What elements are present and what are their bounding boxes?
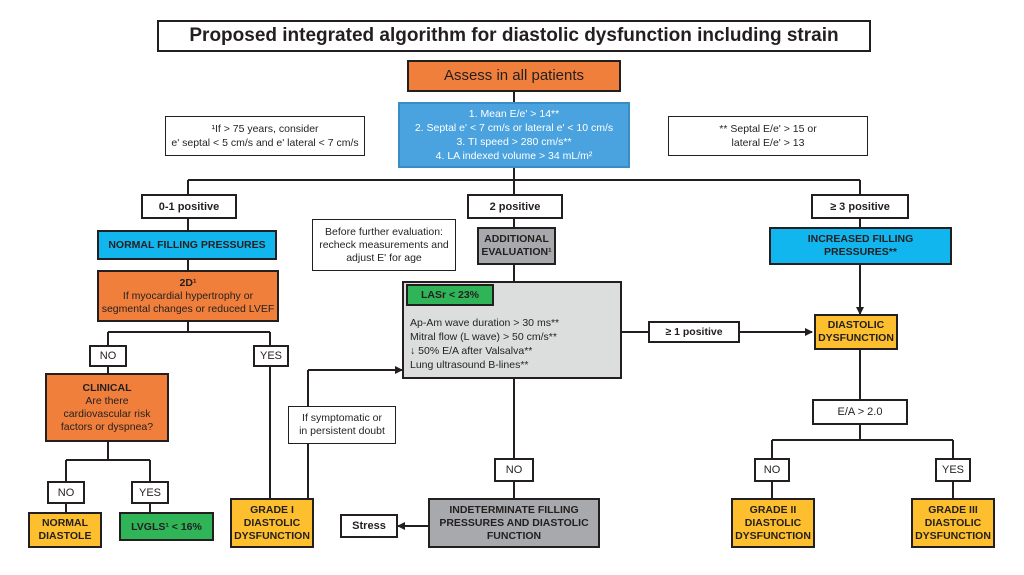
criteria-3: 3. TI speed > 280 cm/s** [456,136,572,148]
additional-line-1: ADDITIONAL [484,233,549,245]
symptomatic-line-1: If symptomatic or [302,412,382,424]
symptomatic-note: If symptomatic or in persistent doubt [288,406,396,444]
recheck-line-2: recheck measurements and [319,238,449,251]
grade-3-line-1: GRADE III [928,503,978,516]
indeterminate-line-3: FUNCTION [486,529,542,542]
increased-line-2: PRESSURES** [824,246,897,258]
grade-2-box: GRADE II DIASTOLIC DYSFUNCTION [731,498,815,548]
2d-line-2: segmental changes or reduced LVEF [101,302,275,315]
grade-1-line-3: DYSFUNCTION [234,529,310,542]
clinical-box: CLINICAL Are there cardiovascular risk f… [45,373,169,442]
eval-item-1: Ap-Am wave duration > 30 ms** [410,317,560,329]
grade-1-line-1: GRADE I [250,503,294,516]
increased-line-1: INCREASED FILLING [807,233,914,245]
indeterminate-line-2: PRESSURES AND DIASTOLIC [439,516,589,529]
normal-diastole-line-1: NORMAL [41,517,89,529]
normal-diastole-line-2: DIASTOLE [38,530,92,542]
eval-item-3: ↓ 50% E/A after Valsalva** [410,345,533,357]
grade-3-line-3: DYSFUNCTION [915,529,991,542]
recheck-note: Before further evaluation: recheck measu… [312,219,456,271]
lasr-box: LASr < 23% [406,284,494,306]
dd-line-2: DYSFUNCTION [818,332,894,344]
grade-2-line-1: GRADE II [749,503,797,516]
ratio-note-line-1: ** Septal E/e' > 15 or [719,123,817,135]
no-label-ea: NO [754,458,790,482]
2d-line-1: If myocardial hypertrophy or [122,289,254,302]
branch-3-positive: ≥ 3 positive [811,194,909,219]
branch-0-1-positive: 0-1 positive [141,194,237,219]
age-note-line-1: ¹If > 75 years, consider [211,123,319,135]
lvgls-box: LVGLS¹ < 16% [119,512,214,541]
clinical-title: CLINICAL [82,381,132,394]
indeterminate-box: INDETERMINATE FILLING PRESSURES AND DIAS… [428,498,600,548]
2d-assessment-box: 2D¹ If myocardial hypertrophy or segment… [97,270,279,322]
clinical-line-3: factors or dyspnea? [60,420,154,433]
no-label-eval: NO [494,458,534,482]
stress-box: Stress [340,514,398,538]
no-label-clinical: NO [47,481,85,504]
ea-ratio-label: E/A > 2.0 [812,399,908,425]
criteria-4: 4. LA indexed volume > 34 mL/m² [435,150,593,162]
symptomatic-line-2: in persistent doubt [299,425,385,437]
clinical-line-1: Are there [85,394,129,407]
yes-label-clinical: YES [131,481,169,504]
indeterminate-line-1: INDETERMINATE FILLING [449,503,579,516]
grade-1-box: GRADE I DIASTOLIC DYSFUNCTION [230,498,314,548]
yes-label-2d: YES [253,345,289,367]
grade-2-line-2: DIASTOLIC [744,516,802,529]
grade-2-line-3: DYSFUNCTION [735,529,811,542]
2d-title: 2D¹ [179,276,197,289]
eval-item-4: Lung ultrasound B-lines** [410,359,529,371]
eval-item-2: Mitral flow (L wave) > 50 cm/s** [410,331,557,343]
diagram-title: Proposed integrated algorithm for diasto… [157,20,871,52]
criteria-1: 1. Mean E/e' > 14** [468,108,560,120]
criteria-2: 2. Septal e' < 7 cm/s or lateral e' < 10… [414,122,614,134]
recheck-line-1: Before further evaluation: [325,225,443,238]
assess-box: Assess in all patients [407,60,621,92]
grade-3-box: GRADE III DIASTOLIC DYSFUNCTION [911,498,995,548]
normal-filling-pressures-box: NORMAL FILLING PRESSURES [97,230,277,260]
age-note: ¹If > 75 years, consider e' septal < 5 c… [165,116,365,156]
clinical-line-2: cardiovascular risk [63,407,151,420]
criteria-box: 1. Mean E/e' > 14** 2. Septal e' < 7 cm/… [398,102,630,168]
recheck-line-3: adjust E' for age [346,251,422,264]
additional-evaluation-box: ADDITIONAL EVALUATION¹ [477,227,556,265]
ratio-note: ** Septal E/e' > 15 or lateral E/e' > 13 [668,116,868,156]
age-note-line-2: e' septal < 5 cm/s and e' lateral < 7 cm… [171,137,359,149]
dd-line-1: DIASTOLIC [827,319,885,331]
ratio-note-line-2: lateral E/e' > 13 [731,137,805,149]
additional-line-2: EVALUATION¹ [481,246,552,258]
diastolic-dysfunction-box: DIASTOLIC DYSFUNCTION [814,314,898,350]
grade-3-line-2: DIASTOLIC [924,516,982,529]
yes-label-ea: YES [935,458,971,482]
branch-2-positive: 2 positive [467,194,563,219]
increased-filling-pressures-box: INCREASED FILLING PRESSURES** [769,227,952,265]
normal-diastole-box: NORMAL DIASTOLE [28,512,102,548]
grade-1-line-2: DIASTOLIC [243,516,301,529]
no-label-2d: NO [89,345,127,367]
ge1-positive-label: ≥ 1 positive [648,321,740,343]
